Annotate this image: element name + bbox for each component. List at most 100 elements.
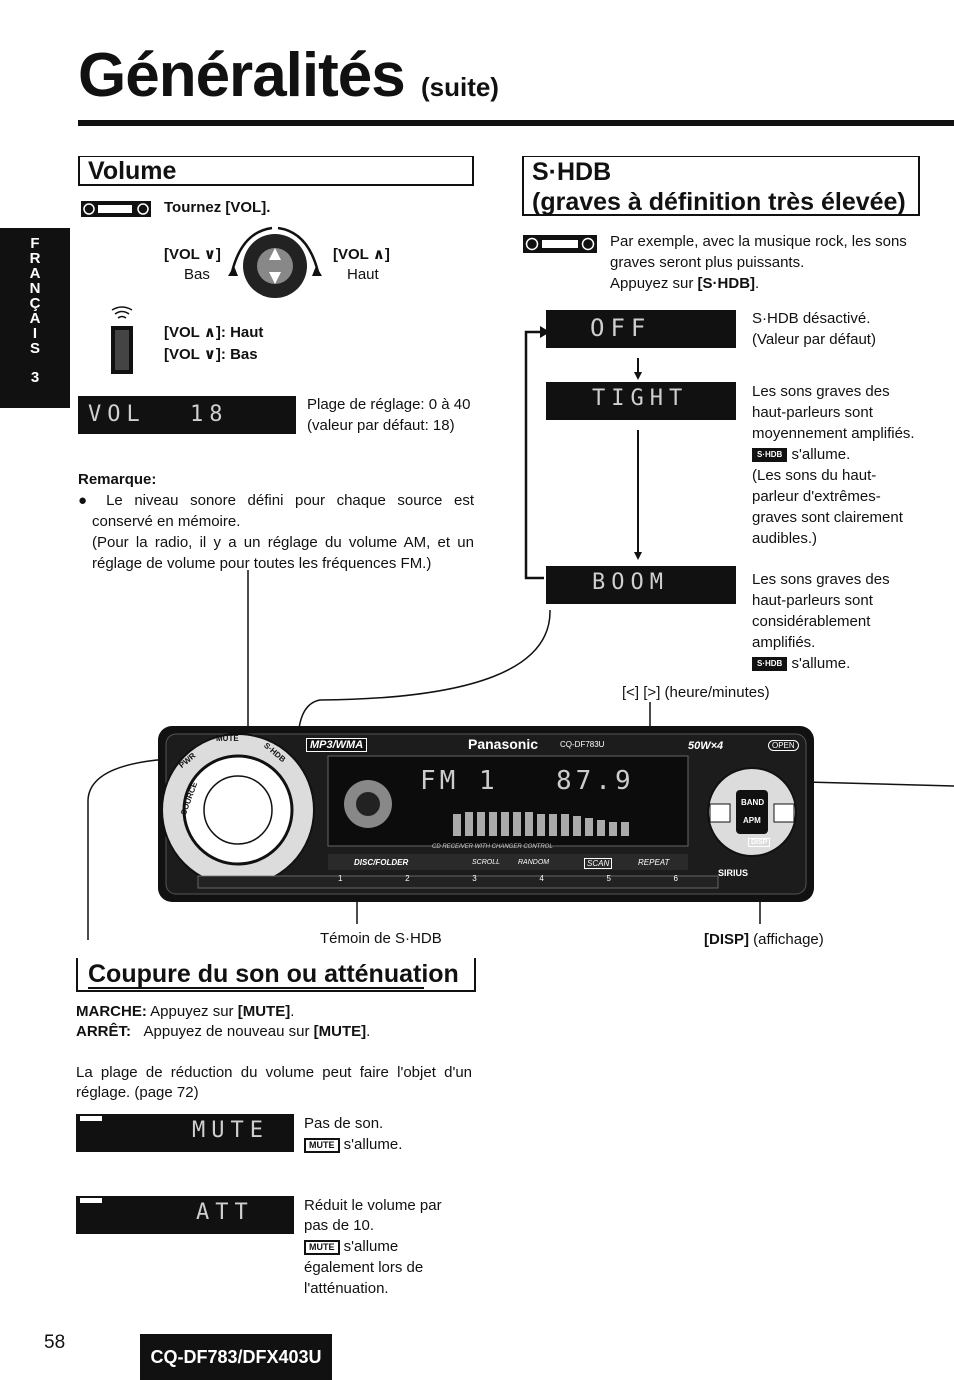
shdb-intro-suffix: .: [755, 275, 760, 292]
disp-button[interactable]: DISP: [748, 838, 771, 847]
repeat-button[interactable]: REPEAT: [638, 858, 670, 867]
mute-lcd-text: MUTE: [192, 1118, 269, 1143]
car-stereo-faceplate: Panasonic CQ-DF783U MP3/WMA 50W×4 OPEN F…: [158, 726, 814, 902]
mute-badge-text: s'allume.: [343, 1136, 403, 1153]
shdb-off-desc: (Valeur par défaut): [752, 331, 876, 348]
time-adjust-label: [<] [>] (heure/minutes): [622, 684, 770, 701]
tab-letter: S: [29, 340, 40, 357]
remote-vol-down-text: [VOL ∨]: Bas: [164, 346, 258, 363]
shdb-off-desc: S·HDB désactivé.: [752, 310, 871, 327]
remark-line-text: Le niveau sonore défini pour chaque sour…: [106, 492, 474, 509]
shdb-heading: S·HDB (graves à définition très élevée): [522, 156, 920, 218]
volume-range: Plage de réglage: 0 à 40: [307, 396, 471, 413]
page-title: Généralités (suite): [78, 40, 499, 111]
mute-heading: Coupure du son ou atténuation: [76, 958, 476, 992]
heading-underline: [88, 987, 424, 989]
shdb-boom-desc: haut-parleurs sont: [752, 592, 873, 609]
disc-folder-button[interactable]: DISC/FOLDER: [354, 858, 409, 867]
page-title-suffix: (suite): [420, 72, 499, 102]
device-lcd-frequency: 87.9: [556, 766, 635, 796]
mute-desc: Pas de son.: [304, 1115, 384, 1132]
att-desc: l'atténuation.: [304, 1280, 389, 1297]
remark-line: conservé en mémoire.: [92, 513, 241, 530]
volume-heading: Volume: [78, 156, 474, 186]
tab-letter: F: [30, 235, 40, 252]
volume-default: (valeur par défaut: 18): [307, 417, 455, 434]
shdb-tight-badge-text: s'allume.: [791, 446, 851, 463]
shdb-lcd-boom: BOOM: [546, 566, 736, 604]
vol-up-key: [VOL ∧]: [333, 246, 390, 263]
remote-vol-up-text: [VOL ∧]: Haut: [164, 324, 264, 341]
shdb-heading-subtitle: (graves à définition très élevée): [532, 188, 906, 216]
remote-control-icon: [106, 304, 138, 376]
volume-lcd: VOL 18: [78, 396, 296, 434]
shdb-intro: graves seront plus puissants.: [610, 254, 805, 271]
mute-on-label: MARCHE:: [76, 1003, 147, 1020]
mute-desc: MUTE s'allume.: [304, 1134, 402, 1155]
att-lcd-text: ATT: [196, 1200, 254, 1225]
mute-on-suffix: .: [290, 1003, 295, 1020]
shdb-badge: S·HDB: [752, 657, 788, 672]
shdb-tight-desc: haut-parleurs sont: [752, 404, 873, 421]
tab-letter: Ç: [29, 295, 41, 312]
scan-button[interactable]: SCAN: [584, 858, 613, 869]
shdb-tight-desc: Les sons graves des: [752, 383, 890, 400]
disp-key: [DISP]: [704, 931, 749, 948]
shdb-intro: Par exemple, avec la musique rock, les s…: [610, 233, 907, 250]
shdb-tight-desc: audibles.): [752, 530, 818, 547]
tab-letter: R: [29, 250, 41, 267]
shdb-tight-desc: S·HDB s'allume.: [752, 444, 850, 465]
tab-letter: A: [29, 265, 41, 282]
remark-title: Remarque:: [78, 471, 157, 488]
att-desc: Réduit le volume par: [304, 1197, 442, 1214]
model-label: CQ-DF783U: [560, 740, 605, 749]
scroll-button[interactable]: SCROLL: [472, 859, 501, 866]
volume-lcd-label: VOL: [88, 402, 146, 427]
heading-frame: [522, 186, 920, 216]
att-lcd-indicator: [80, 1198, 102, 1203]
tab-letter: N: [29, 280, 41, 297]
remark-line: réglage de volume pour toutes les fréque…: [92, 555, 432, 572]
random-button[interactable]: RANDOM: [518, 859, 550, 866]
preset-button[interactable]: 5: [606, 874, 611, 883]
shdb-heading-title: S·HDB: [532, 158, 612, 186]
preset-button[interactable]: 1: [338, 874, 343, 883]
tab-letter: A: [29, 310, 41, 327]
heading-top-rule: [80, 156, 472, 157]
preset-button[interactable]: 2: [405, 874, 410, 883]
language-tab: F R A N Ç A I S 3: [0, 228, 70, 408]
vol-down-key: [VOL ∨]: [164, 246, 221, 263]
mute-key: [MUTE]: [237, 1003, 291, 1020]
preset-button[interactable]: 4: [539, 874, 544, 883]
unit-icon: [80, 200, 152, 218]
mute-badge: MUTE: [304, 1137, 340, 1153]
unit-icon: [522, 234, 598, 254]
page-number: 58: [44, 1332, 66, 1353]
mute-off-text: Appuyez de nouveau sur: [143, 1023, 314, 1040]
apm-button[interactable]: APM: [743, 816, 761, 825]
preset-button[interactable]: 6: [673, 874, 678, 883]
band-button[interactable]: BAND: [741, 798, 765, 807]
model-footer: CQ-DF783/DFX403U: [140, 1334, 332, 1380]
preset-buttons: 1 2 3 4 5 6: [338, 874, 678, 886]
mute-off-label: ARRÊT:: [76, 1023, 131, 1040]
mute-off-suffix: .: [366, 1023, 371, 1040]
remark-line: (Pour la radio, il y a un réglage du vol…: [92, 534, 474, 551]
mute-button[interactable]: MUTE: [216, 734, 239, 743]
shdb-tight-desc: moyennement amplifiés.: [752, 425, 915, 442]
mute-lcd: MUTE: [76, 1114, 294, 1152]
disp-label: [DISP] (affichage): [704, 929, 824, 950]
shdb-lcd-off: OFF: [546, 310, 736, 348]
mute-note: La plage de réduction du volume peut fai…: [76, 1064, 472, 1081]
shdb-tight-desc: graves sont clairement: [752, 509, 903, 526]
preset-button[interactable]: 3: [472, 874, 477, 883]
shdb-intro-text: Appuyez sur: [610, 275, 698, 292]
shdb-indicator-label: Témoin de S·HDB: [320, 930, 442, 947]
open-button[interactable]: OPEN: [768, 740, 799, 751]
shdb-intro: Appuyez sur [S·HDB].: [610, 273, 759, 294]
shdb-boom-desc: S·HDB s'allume.: [752, 653, 850, 674]
mute-lcd-indicator: [80, 1116, 102, 1121]
mp3-logo: MP3/WMA: [306, 738, 368, 752]
remote-vol-up: [VOL ∧]: Haut: [164, 322, 263, 343]
att-desc: MUTE s'allume: [304, 1236, 398, 1257]
